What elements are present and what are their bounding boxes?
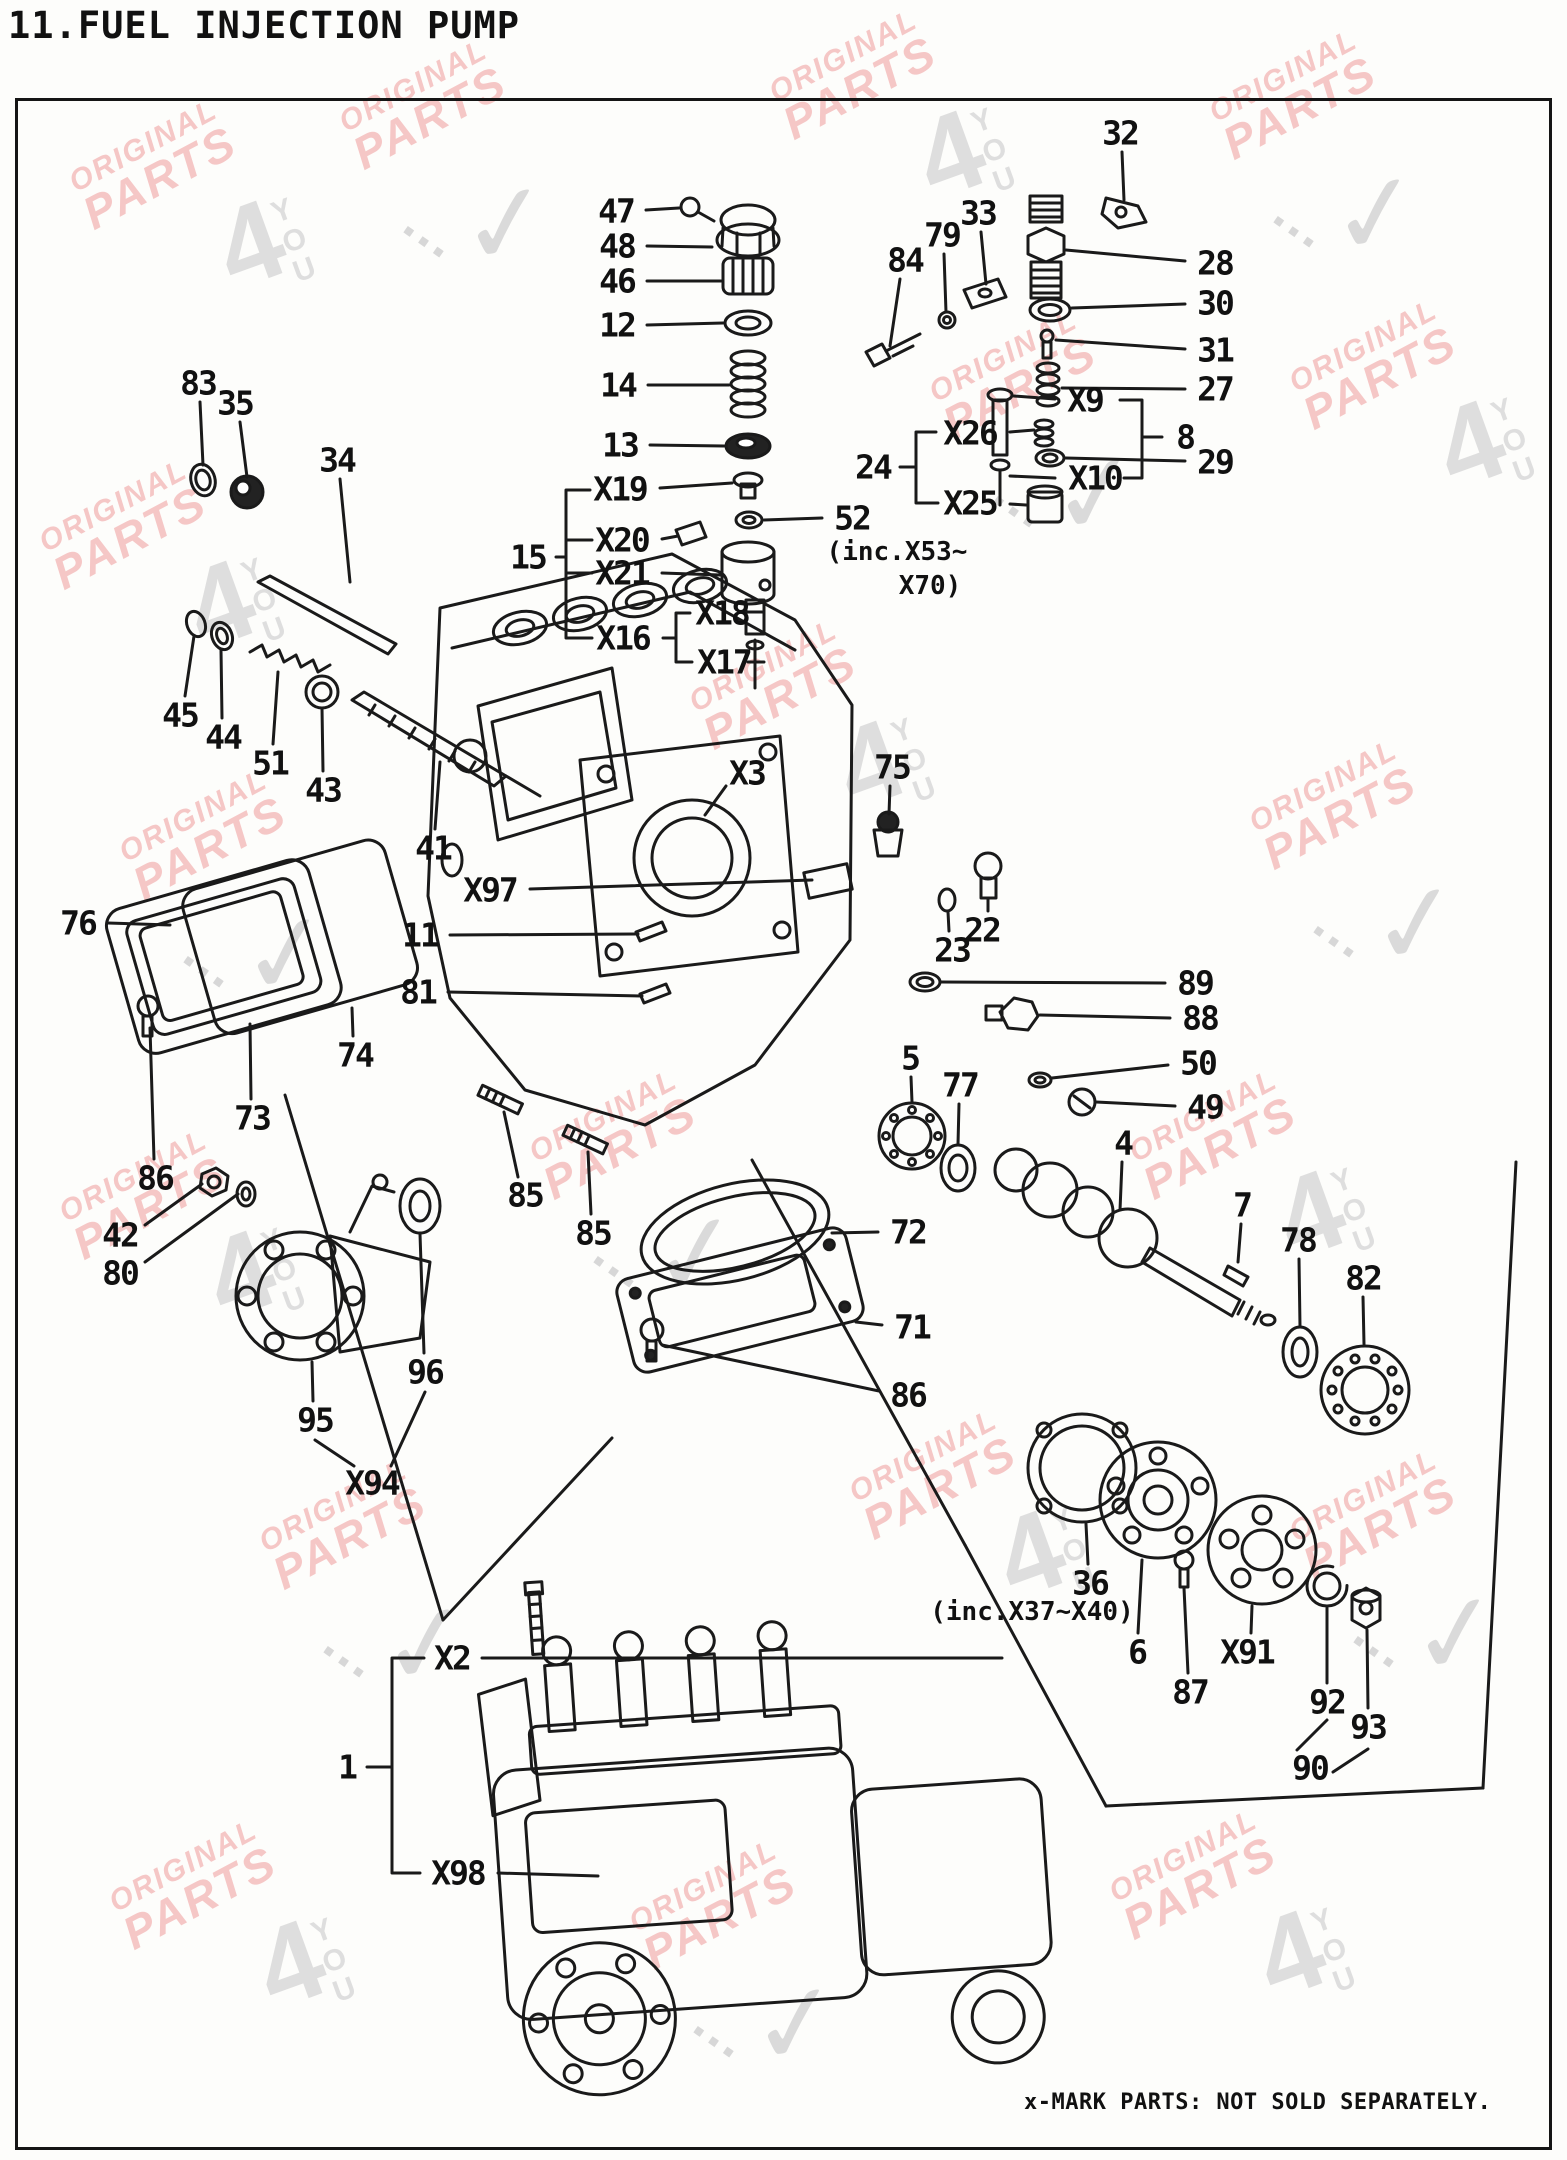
part-callout-31: 31 [1197,330,1235,370]
part-callout-X19: X19 [593,469,649,509]
part-callout-X26: X26 [943,413,999,453]
part-callout-90: 90 [1292,1748,1330,1788]
part-callout-43: 43 [305,770,343,810]
part-callout-36: 36 [1072,1563,1110,1603]
part-callout-1: 1 [338,1747,358,1787]
part-callout-X17: X17 [697,642,753,682]
part-callout-93: 93 [1350,1707,1388,1747]
part-callout-23: 23 [934,930,972,970]
camshaft-drawing [993,1147,1411,1436]
part-callout-82: 82 [1345,1258,1383,1298]
part-callout-75: 75 [874,747,912,787]
part-callout-8: 8 [1176,417,1196,457]
part-callout-74: 74 [337,1035,375,1075]
part-callout-50: 50 [1180,1043,1218,1083]
part-callout-X98: X98 [431,1853,487,1893]
part-callout-32: 32 [1102,113,1140,153]
part-callout-78: 78 [1280,1220,1318,1260]
part-callout-33: 33 [960,193,998,233]
delivery-valve-stack-drawing [674,196,781,690]
part-callout-X16: X16 [596,618,652,658]
part-callout-81: 81 [400,972,438,1012]
part-callout-88: 88 [1182,998,1220,1038]
part-callout-77: 77 [942,1065,980,1105]
part-callout-80: 80 [102,1253,140,1293]
part-callout-84: 84 [887,240,925,280]
part-callout-79: 79 [924,215,962,255]
part-callout-95: 95 [297,1400,335,1440]
part-callout-X3: X3 [729,753,767,793]
part-callout-28: 28 [1197,243,1235,283]
part-callout-4: 4 [1114,1123,1134,1163]
part-callout-13: 13 [602,425,640,465]
part-callout-15: 15 [510,537,548,577]
inclusion-note: (inc.X53~ [826,537,968,567]
part-callout-24: 24 [855,447,893,487]
part-callout-X2: X2 [434,1638,472,1678]
part-callout-X97: X97 [463,870,519,910]
part-callout-X20: X20 [595,520,651,560]
part-callout-96: 96 [407,1352,445,1392]
part-callout-X91: X91 [1220,1632,1276,1672]
part-callout-86: 86 [137,1158,175,1198]
part-callout-30: 30 [1197,283,1235,323]
part-callout-44: 44 [205,717,243,757]
part-callout-27: 27 [1197,369,1235,409]
part-callout-48: 48 [599,226,637,266]
part-callout-X94: X94 [345,1463,401,1503]
part-callout-49: 49 [1187,1087,1225,1127]
part-callout-34: 34 [319,440,357,480]
part-callout-X18: X18 [695,593,751,633]
part-callout-51: 51 [252,743,290,783]
part-callout-92: 92 [1309,1682,1347,1722]
left-small-parts-drawing [184,462,542,798]
part-callout-47: 47 [598,191,636,231]
leader-lines [106,150,1518,1878]
part-callout-89: 89 [1177,963,1215,1003]
side-cover-drawing [104,838,419,1208]
part-callout-87: 87 [1172,1672,1210,1712]
part-callout-29: 29 [1197,442,1235,482]
part-callout-14: 14 [600,365,638,405]
housing-fittings-drawing [872,810,1097,1193]
diagram-border [15,98,1552,2150]
part-callout-85: 85 [575,1213,613,1253]
part-callout-45: 45 [162,695,200,735]
inclusion-note: X70) [898,571,962,601]
part-callout-6: 6 [1128,1632,1148,1672]
part-callout-85: 85 [507,1175,545,1215]
part-callout-41: 41 [415,828,453,868]
part-callout-52: 52 [834,498,872,538]
part-callout-X21: X21 [595,553,651,593]
part-callout-71: 71 [894,1307,932,1347]
part-callout-72: 72 [890,1212,928,1252]
part-callout-86: 86 [890,1375,928,1415]
bottom-cover-drawing [615,1178,865,1374]
pump-housing-drawing [426,552,854,1127]
inclusion-note: (inc.X37~X40) [930,1597,1134,1627]
part-callout-X9: X9 [1067,380,1105,420]
part-callout-X25: X25 [943,483,999,523]
part-callout-73: 73 [234,1098,272,1138]
part-callout-5: 5 [901,1038,921,1078]
assembled-pump-drawing [476,1580,1053,2097]
part-callout-76: 76 [60,903,98,943]
part-callout-22: 22 [964,910,1002,950]
part-callout-12: 12 [599,305,637,345]
part-callout-X10: X10 [1068,458,1124,498]
page-title: 11.FUEL INJECTION PUMP [8,4,521,47]
part-callout-83: 83 [180,363,218,403]
part-callout-35: 35 [217,383,255,423]
footnote-x-mark: x-MARK PARTS: NOT SOLD SEPARATELY. [1024,2090,1492,2115]
part-callout-11: 11 [402,915,440,955]
part-callout-42: 42 [102,1215,140,1255]
part-callout-7: 7 [1233,1185,1253,1225]
part-callout-46: 46 [599,261,637,301]
